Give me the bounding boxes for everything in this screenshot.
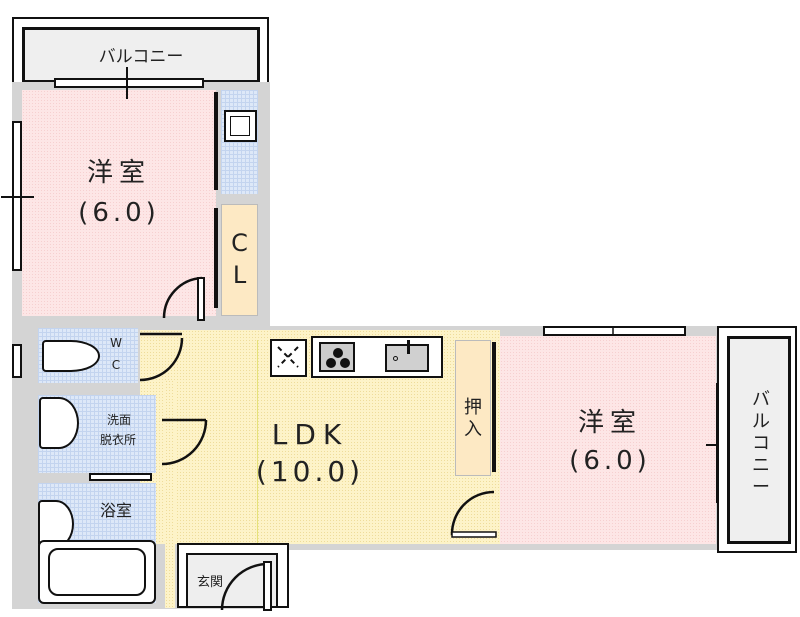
stove-burners-icon (319, 342, 355, 372)
ldk-lower (165, 380, 175, 608)
refrigerator-space-icon (270, 339, 307, 377)
entrance: 玄関 (186, 553, 278, 608)
oshiire-closet: 押 入 (455, 340, 491, 476)
western-room-2-size: (6.0) (569, 446, 651, 476)
toilet-icon (42, 340, 100, 372)
balcony-top: バルコニー (22, 27, 260, 83)
oshiire-label-1: 押 (464, 397, 482, 418)
oshiire-sliding-door[interactable] (492, 342, 496, 472)
western-room-1-size: (6.0) (78, 198, 160, 228)
balcony-right-label: バルコニー (752, 389, 770, 498)
closet-folding-door[interactable] (214, 208, 218, 308)
ldk-size: (10.0) (255, 455, 365, 488)
western-room-1: 洋室 (6.0) (22, 90, 216, 316)
folding-door-1[interactable] (214, 92, 218, 190)
storage-niche (221, 90, 258, 194)
washroom-label-1: 洗面 (106, 413, 131, 427)
kitchen-sink-icon (385, 340, 429, 372)
entrance-label: 玄関 (196, 575, 223, 590)
western-room-2: 洋室 (6.0) (500, 336, 716, 544)
washbasin-icon (39, 397, 79, 449)
ldk-label: LDK (271, 418, 349, 451)
washing-machine-pan-icon (224, 110, 257, 142)
bathtub-icon (38, 540, 156, 604)
closet-cl: C L (221, 204, 258, 316)
exterior-notch-top (270, 0, 800, 326)
oshiire-label-2: 入 (464, 419, 482, 440)
washroom-label-2: 脱衣所 (99, 433, 136, 447)
ldk-divider-line (257, 340, 258, 544)
closet-cl-label-c: C (231, 229, 248, 257)
balcony-top-label: バルコニー (98, 47, 184, 67)
bathroom-label: 浴室 (99, 501, 132, 520)
kitchen-counter (311, 336, 443, 378)
exterior-notch (290, 551, 800, 617)
balcony-right: バルコニー (727, 336, 791, 544)
western-room-1-label: 洋室 (86, 158, 151, 188)
washroom-shelf (89, 473, 152, 481)
window-room1-top (54, 78, 204, 88)
wc-label-c: C (111, 358, 121, 372)
wc-label-w: W (110, 336, 122, 350)
window-wc (12, 344, 22, 378)
western-room-2-label: 洋室 (577, 408, 642, 438)
closet-cl-label-l: L (232, 261, 247, 289)
window-room2-top (543, 326, 686, 336)
